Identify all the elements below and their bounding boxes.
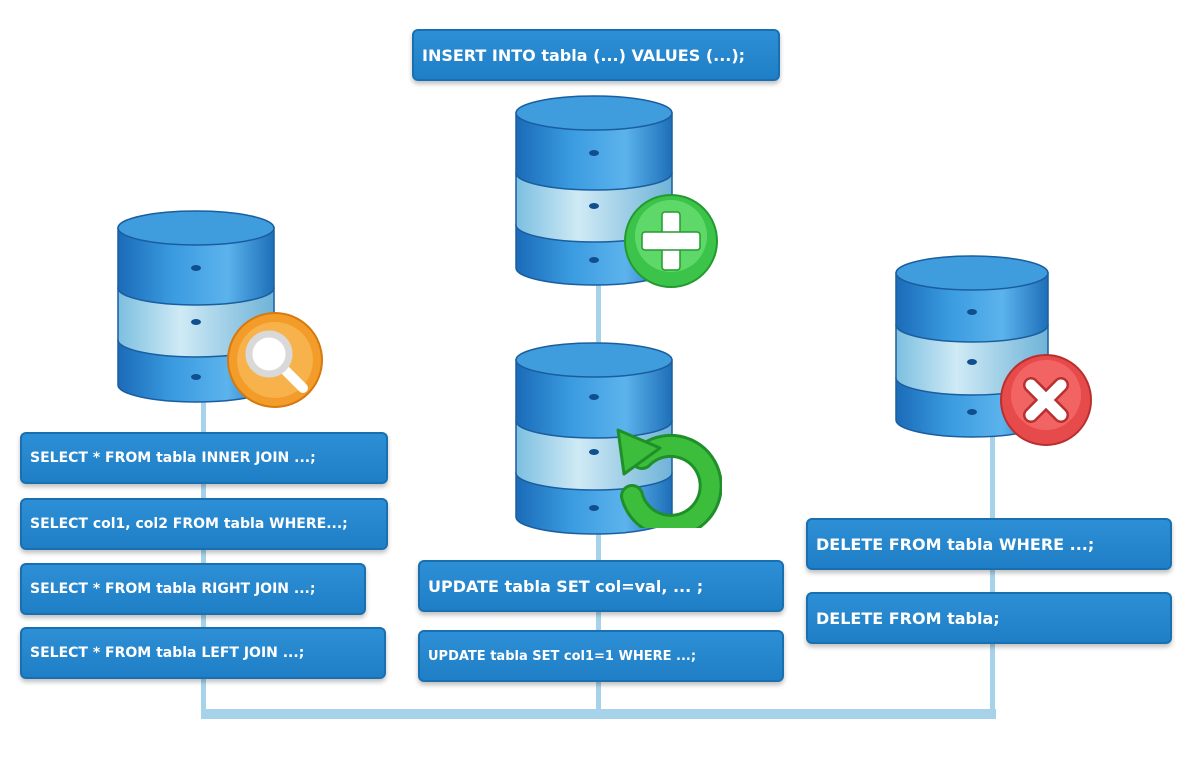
delete-where-box: DELETE FROM tabla WHERE ...; <box>806 518 1172 570</box>
delete-all-box: DELETE FROM tabla; <box>806 592 1172 644</box>
select-right-join-box: SELECT * FROM tabla RIGHT JOIN ...; <box>20 563 366 615</box>
connector-update <box>596 525 601 715</box>
update-set-box: UPDATE tabla SET col=val, ... ; <box>418 560 784 612</box>
insert-query-box: INSERT INTO tabla (...) VALUES (...); <box>412 29 780 81</box>
close-x-icon <box>1000 354 1092 446</box>
connector-insert-update <box>596 270 601 350</box>
plus-icon <box>624 194 718 288</box>
select-where-box: SELECT col1, col2 FROM tabla WHERE...; <box>20 498 388 550</box>
update-where-box: UPDATE tabla SET col1=1 WHERE ...; <box>418 630 784 682</box>
connector-select <box>201 395 206 715</box>
select-left-join-box: SELECT * FROM tabla LEFT JOIN ...; <box>20 627 386 679</box>
select-inner-join-box: SELECT * FROM tabla INNER JOIN ...; <box>20 432 388 484</box>
magnifier-icon <box>227 312 323 408</box>
connector-delete <box>990 430 995 715</box>
refresh-arrow-icon <box>616 428 722 528</box>
